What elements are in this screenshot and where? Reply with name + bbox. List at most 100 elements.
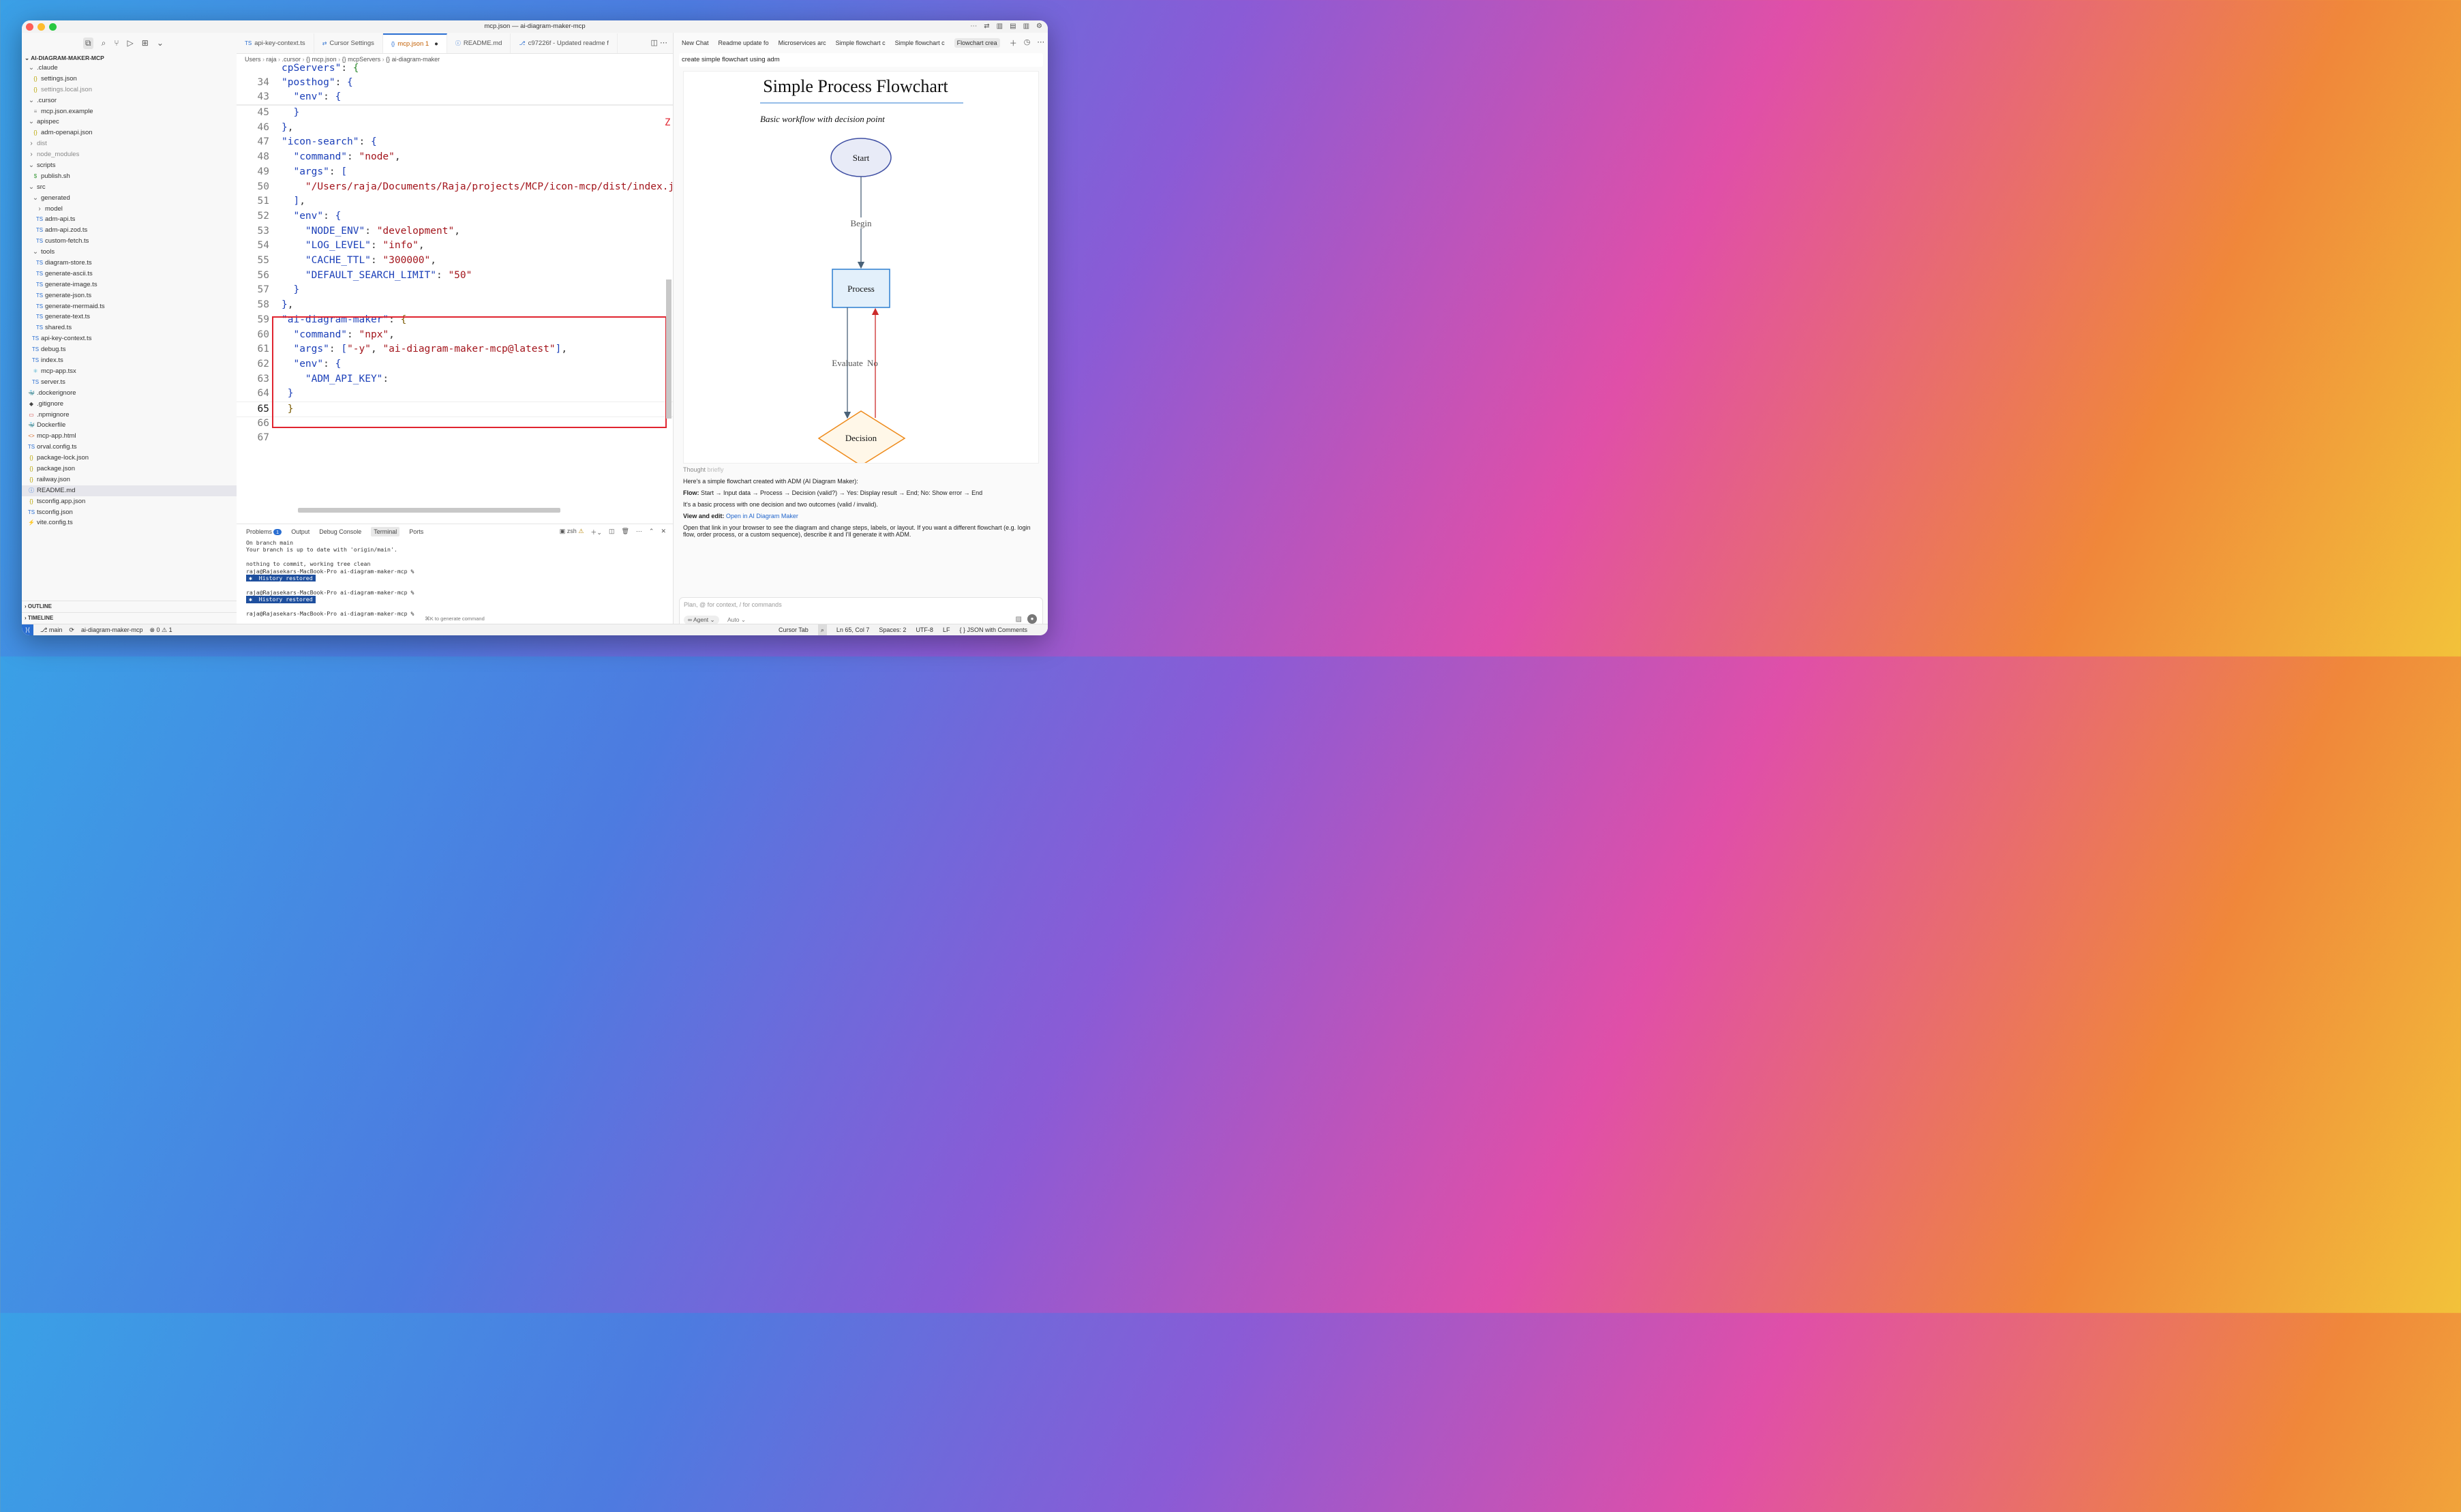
open-diagram-link[interactable]: Open in AI Diagram Maker bbox=[726, 513, 798, 519]
tree-folder[interactable]: ›node_modules bbox=[22, 149, 237, 160]
zoom-icon[interactable]: ⌕ bbox=[818, 624, 827, 635]
language-mode[interactable]: { } JSON with Comments bbox=[959, 624, 1027, 635]
tab-debug-console[interactable]: Debug Console bbox=[319, 528, 361, 535]
close-window-button[interactable] bbox=[26, 23, 33, 31]
tree-folder[interactable]: ⌄.cursor bbox=[22, 95, 237, 106]
more-icon[interactable]: ⋯ bbox=[1037, 37, 1044, 48]
encoding[interactable]: UTF-8 bbox=[916, 624, 933, 635]
run-debug-icon[interactable]: ▷ bbox=[127, 38, 134, 48]
tree-file[interactable]: 🐳.dockerignore bbox=[22, 388, 237, 399]
more-icon[interactable]: ⋯ bbox=[970, 20, 977, 33]
branch-indicator[interactable]: ⎇ main bbox=[40, 624, 62, 635]
tree-file[interactable]: TSshared.ts bbox=[22, 322, 237, 333]
tree-file[interactable]: TSserver.ts bbox=[22, 377, 237, 388]
chat-tab[interactable]: Flowchart crea bbox=[954, 38, 1000, 48]
tree-file[interactable]: TSadm-api.zod.ts bbox=[22, 225, 237, 236]
editor-tab[interactable]: ⇄Cursor Settings bbox=[314, 33, 383, 53]
terminal-output[interactable]: On branch main Your branch is up to date… bbox=[237, 539, 673, 617]
chat-tab[interactable]: New Chat bbox=[682, 40, 709, 46]
tree-file[interactable]: {}adm-openapi.json bbox=[22, 127, 237, 138]
sync-icon[interactable]: ⟳ bbox=[69, 624, 74, 635]
shell-selector[interactable]: ▣ zsh ⚠ bbox=[560, 528, 584, 536]
model-selector[interactable]: Auto ⌄ bbox=[727, 616, 746, 624]
tree-file[interactable]: TSapi-key-context.ts bbox=[22, 333, 237, 344]
cursor-position[interactable]: Ln 65, Col 7 bbox=[836, 624, 870, 635]
editor-tab[interactable]: ⓘREADME.md bbox=[447, 33, 511, 53]
toggle-panel-icon[interactable]: ▤ bbox=[1010, 20, 1016, 33]
maximize-panel-icon[interactable]: ⌃ bbox=[649, 528, 654, 536]
more-icon[interactable]: ⋯ bbox=[660, 39, 667, 47]
tree-file[interactable]: TScustom-fetch.ts bbox=[22, 236, 237, 247]
image-icon[interactable]: ▨ bbox=[1016, 616, 1022, 623]
tab-output[interactable]: Output bbox=[291, 528, 309, 535]
line-ending[interactable]: LF bbox=[943, 624, 950, 635]
chat-tab[interactable]: Microservices arc bbox=[779, 40, 826, 46]
search-icon[interactable]: ⌕ bbox=[102, 38, 106, 48]
split-terminal-icon[interactable]: ◫ bbox=[609, 528, 615, 536]
horizontal-scrollbar[interactable] bbox=[298, 508, 560, 513]
more-icon[interactable]: ⋯ bbox=[636, 528, 642, 536]
tree-file[interactable]: {}settings.json bbox=[22, 74, 237, 85]
tree-file[interactable]: ⚛mcp-app.tsx bbox=[22, 366, 237, 377]
chat-tab[interactable]: Readme update fo bbox=[719, 40, 769, 46]
thought-line[interactable]: Thought briefly bbox=[683, 466, 1038, 473]
tree-folder[interactable]: ⌄.claude bbox=[22, 63, 237, 74]
tree-file[interactable]: ⓘREADME.md bbox=[22, 485, 237, 496]
tree-file[interactable]: TStsconfig.json bbox=[22, 507, 237, 518]
tree-folder[interactable]: ›model bbox=[22, 204, 237, 215]
flowchart-preview[interactable]: Simple Process Flowchart Basic workflow … bbox=[683, 71, 1039, 464]
tab-ports[interactable]: Ports bbox=[409, 528, 423, 535]
tree-folder[interactable]: ›dist bbox=[22, 138, 237, 149]
tree-file[interactable]: TSadm-api.ts bbox=[22, 214, 237, 225]
tab-problems[interactable]: Problems1 bbox=[246, 528, 282, 535]
mic-icon[interactable]: ● bbox=[1027, 614, 1037, 624]
minimize-window-button[interactable] bbox=[37, 23, 45, 31]
tree-file[interactable]: TSgenerate-mermaid.ts bbox=[22, 301, 237, 312]
explorer-root[interactable]: ⌄ AI-DIAGRAM-MAKER-MCP bbox=[22, 53, 237, 63]
tree-folder[interactable]: ⌄apispec bbox=[22, 117, 237, 127]
tree-file[interactable]: TSgenerate-image.ts bbox=[22, 279, 237, 290]
remote-icon[interactable]: ⟩⟨ bbox=[22, 624, 33, 635]
editor-tab[interactable]: {}mcp.json 1● bbox=[383, 33, 447, 53]
editor-tab[interactable]: ⎇c97226f - Updated readme f bbox=[511, 33, 618, 53]
history-icon[interactable]: ◷ bbox=[1024, 37, 1031, 48]
new-terminal-icon[interactable]: ＋⌄ bbox=[590, 528, 602, 536]
swap-icon[interactable]: ⇄ bbox=[984, 20, 989, 33]
chevron-down-icon[interactable]: ⌄ bbox=[157, 38, 164, 48]
project-name[interactable]: ai-diagram-maker-mcp bbox=[81, 624, 143, 635]
tree-folder[interactable]: ⌄tools bbox=[22, 247, 237, 258]
tree-file[interactable]: TSdiagram-store.ts bbox=[22, 258, 237, 269]
unsaved-dot-icon[interactable]: ● bbox=[434, 40, 438, 48]
tree-file[interactable]: {}tsconfig.app.json bbox=[22, 496, 237, 507]
tab-terminal[interactable]: Terminal bbox=[371, 527, 399, 536]
tree-file[interactable]: $publish.sh bbox=[22, 171, 237, 182]
tree-file[interactable]: {}railway.json bbox=[22, 474, 237, 485]
tree-file[interactable]: TSindex.ts bbox=[22, 355, 237, 366]
tree-file[interactable]: {}settings.local.json bbox=[22, 85, 237, 95]
tree-file[interactable]: TSdebug.ts bbox=[22, 344, 237, 355]
tree-file[interactable]: {}package-lock.json bbox=[22, 453, 237, 464]
tree-file[interactable]: ▭.npmignore bbox=[22, 410, 237, 421]
tree-file[interactable]: ◆.gitignore bbox=[22, 399, 237, 410]
tree-folder[interactable]: ⌄generated bbox=[22, 193, 237, 204]
tree-file[interactable]: TSgenerate-text.ts bbox=[22, 312, 237, 322]
tree-file[interactable]: ⚡vite.config.ts bbox=[22, 517, 237, 528]
tree-file[interactable]: TSgenerate-ascii.ts bbox=[22, 269, 237, 279]
problems-indicator[interactable]: ⊗ 0 ⚠ 1 bbox=[150, 624, 172, 635]
tree-folder[interactable]: ⌄scripts bbox=[22, 160, 237, 171]
close-panel-icon[interactable]: ✕ bbox=[661, 528, 666, 536]
tree-file[interactable]: 🐳Dockerfile bbox=[22, 420, 237, 431]
tree-file[interactable]: <>mcp-app.html bbox=[22, 431, 237, 442]
toggle-sidebar-icon[interactable]: ▥ bbox=[997, 20, 1003, 33]
maximize-window-button[interactable] bbox=[49, 23, 57, 31]
timeline-section[interactable]: › TIMELINE bbox=[22, 612, 237, 624]
tree-file[interactable]: {}package.json bbox=[22, 464, 237, 474]
new-chat-icon[interactable]: ＋ bbox=[1010, 37, 1017, 48]
editor-tab[interactable]: TSapi-key-context.ts bbox=[237, 33, 314, 53]
indentation[interactable]: Spaces: 2 bbox=[879, 624, 906, 635]
extensions-icon[interactable]: ⊞ bbox=[142, 38, 149, 48]
tree-file[interactable]: TSgenerate-json.ts bbox=[22, 290, 237, 301]
vertical-scrollbar[interactable] bbox=[666, 279, 671, 419]
tree-file[interactable]: TSorval.config.ts bbox=[22, 442, 237, 453]
outline-section[interactable]: › OUTLINE bbox=[22, 601, 237, 612]
